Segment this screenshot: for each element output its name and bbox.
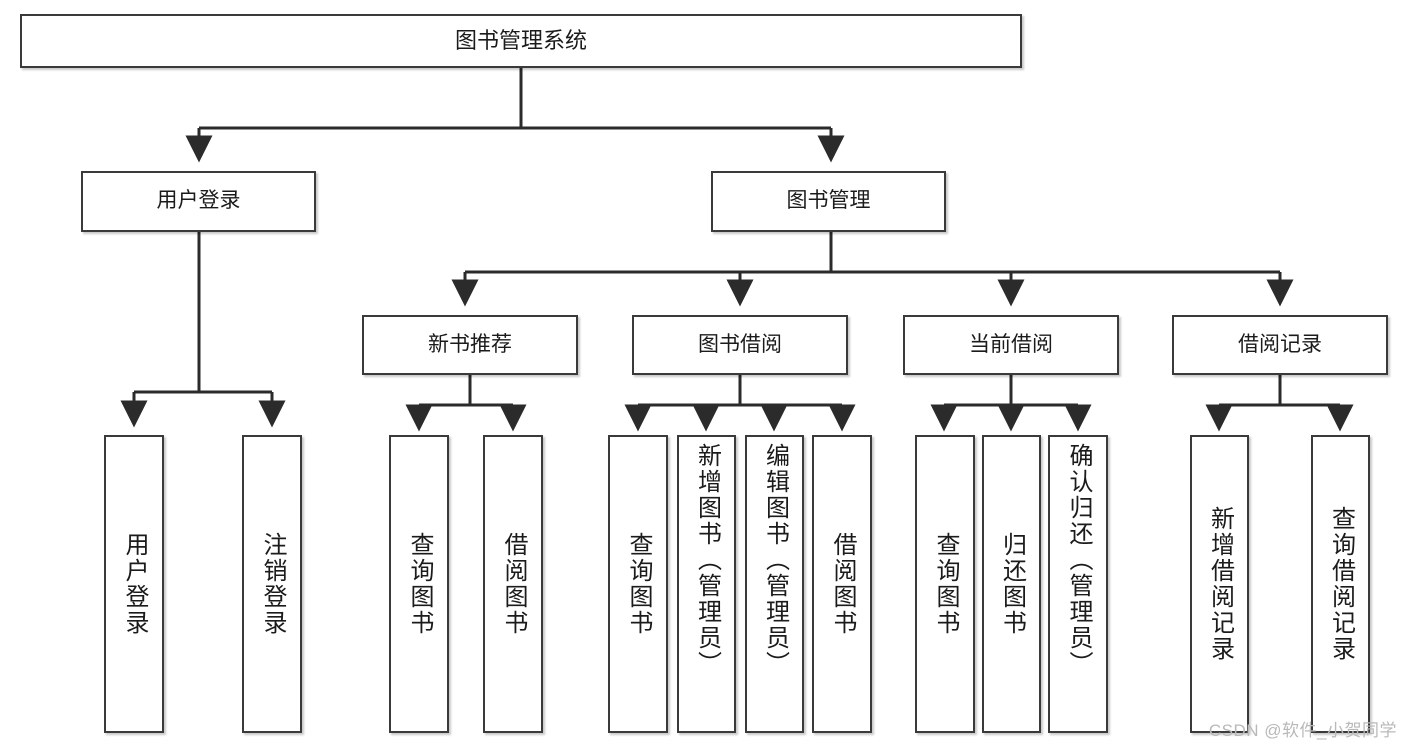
- node-label: 当前借阅: [969, 332, 1053, 356]
- node-label: 查询图书: [625, 532, 652, 636]
- node-label: 图书借阅: [698, 332, 782, 356]
- leaf-new-book-borrow-book[interactable]: 借阅图书: [483, 435, 543, 733]
- leaf-current-borrow-query-book[interactable]: 查询图书: [915, 435, 975, 733]
- leaf-borrow-record-add-record[interactable]: 新增借阅记录: [1190, 435, 1249, 733]
- node-label: 图书管理系统: [454, 28, 587, 54]
- node-book-borrow[interactable]: 图书借阅: [632, 315, 848, 375]
- node-label: 借阅图书: [500, 532, 527, 636]
- leaf-new-book-query-book[interactable]: 查询图书: [389, 435, 449, 733]
- node-user-login[interactable]: 用户登录: [81, 171, 316, 232]
- node-label: 注销登录: [259, 532, 286, 636]
- node-label: 查询图书: [932, 532, 959, 636]
- node-label: 新增图书（管理员）: [693, 443, 721, 677]
- leaf-book-borrow-edit-book-admin[interactable]: 编辑图书（管理员）: [745, 435, 804, 733]
- node-label: 用户登录: [156, 189, 241, 213]
- leaf-book-borrow-borrow-book[interactable]: 借阅图书: [812, 435, 872, 733]
- leaf-borrow-record-query-record[interactable]: 查询借阅记录: [1311, 435, 1370, 733]
- node-label: 借阅记录: [1238, 332, 1322, 356]
- node-label: 查询图书: [406, 532, 433, 636]
- node-label: 新书推荐: [428, 332, 512, 356]
- node-borrow-record[interactable]: 借阅记录: [1172, 315, 1388, 375]
- node-label: 借阅图书: [829, 532, 856, 636]
- leaf-user-login-logout[interactable]: 注销登录: [242, 435, 302, 733]
- node-book-management[interactable]: 图书管理: [711, 171, 946, 232]
- node-label: 确认归还（管理员）: [1065, 443, 1092, 677]
- node-label: 图书管理: [786, 189, 871, 213]
- node-label: 查询借阅记录: [1327, 506, 1355, 662]
- leaf-book-borrow-add-book-admin[interactable]: 新增图书（管理员）: [677, 435, 736, 733]
- node-label: 归还图书: [998, 532, 1026, 636]
- node-label: 新增借阅记录: [1206, 506, 1234, 662]
- leaf-book-borrow-query-book[interactable]: 查询图书: [608, 435, 668, 733]
- leaf-current-borrow-return-book[interactable]: 归还图书: [982, 435, 1041, 733]
- node-new-book-recommend[interactable]: 新书推荐: [362, 315, 578, 375]
- leaf-user-login-login[interactable]: 用户登录: [104, 435, 164, 733]
- leaf-current-borrow-confirm-return-admin[interactable]: 确认归还（管理员）: [1048, 435, 1108, 733]
- node-root-book-management-system[interactable]: 图书管理系统: [20, 14, 1022, 68]
- node-current-borrow[interactable]: 当前借阅: [903, 315, 1119, 375]
- node-label: 用户登录: [121, 532, 148, 636]
- node-label: 编辑图书（管理员）: [761, 443, 789, 677]
- csdn-watermark: CSDN @软件_小贺同学: [1208, 721, 1397, 740]
